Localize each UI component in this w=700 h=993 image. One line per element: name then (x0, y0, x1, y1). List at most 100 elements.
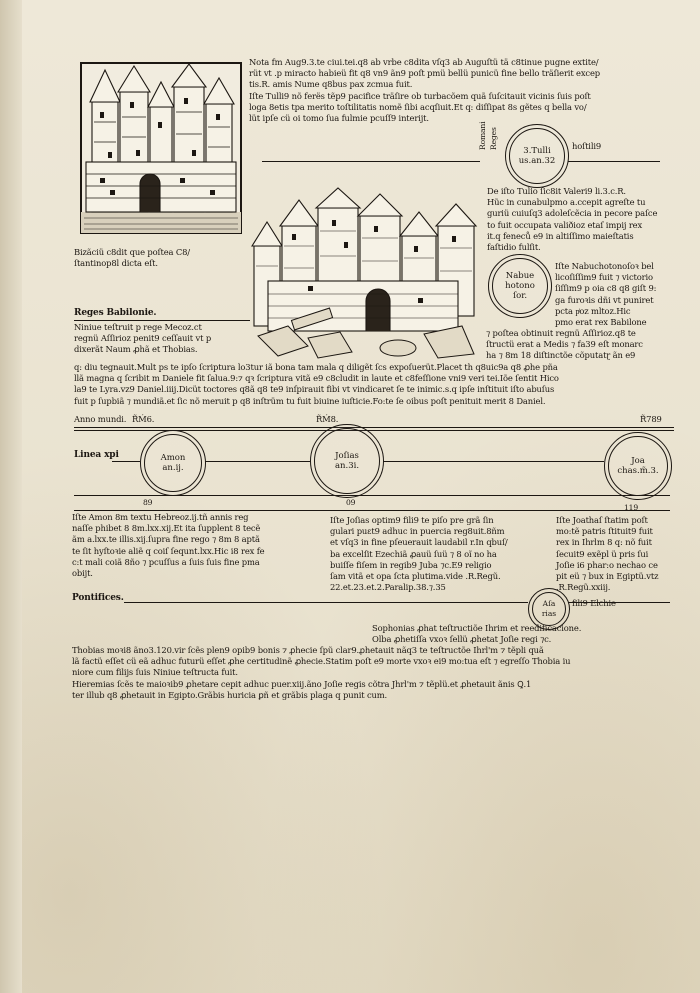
tick-label: 09 (346, 498, 356, 507)
tullius-line: faſtidio fulſit. (487, 242, 541, 253)
nabuco-line: ha ⁊ 8m 18 diſtinctõe cõputatɽ ãn e9 (486, 350, 636, 361)
joachas-line: ſecuit9 exẽpl ü pris ſui (556, 548, 649, 559)
azarias-circle: Aſa rias (528, 588, 570, 630)
bottom-line: lã factü eſſet cü eã adhuc futurü eſſet … (72, 656, 571, 667)
josias-line: buiſſe fiſem in regib9 Juba ⁊c.E9 religi… (330, 559, 492, 570)
nabuco-line: pmo erat rex Babilone (555, 317, 647, 328)
tullius-circle: 3.Tulli us.an.32 (505, 124, 569, 188)
tullius-line: De iſto Tulio ſic8it Valeri9 li.3.c.R. (487, 186, 626, 196)
joachas-line: Joſie i6 phar:o nechao ce (556, 559, 658, 570)
bottom-line: Sophonias ꝓhat teſtructiõe Ihrim et reed… (372, 623, 582, 633)
joachas-circle-label: Joa chas.m̃.3. (617, 456, 659, 476)
nabuchodonosor-circle: Nabue hotono ſor. (488, 254, 552, 318)
full-line: la9 te Lyra.vz9 Daniel.iiij.Dicüt toctor… (74, 384, 555, 395)
full-line: fuit p ſupbiã ⁊ mundiã.et ſic nõ meruit … (74, 395, 546, 406)
amon-line: ãm a.lxx.te illis.xij.ſupra fine rego ⁊ … (72, 534, 260, 545)
tullius-paragraph: De iſto Tulio ſic8it Valeri9 li.3.c.R. H… (487, 186, 682, 253)
header-line: Iſte Tulli9 nõ ferës tẽp9 pacifice träſi… (249, 90, 591, 101)
woodcut-city-constantinople (80, 62, 242, 234)
josias-line: ba excelſit Ezechiã ꝓauü ſuü ⁊ 8 oĩ no h… (330, 548, 497, 559)
nabuco-line: ga furoꝛis dñi vt puniret (555, 294, 654, 305)
babilonie-line (74, 320, 250, 321)
romani-reges-label: Romani Reges (478, 121, 498, 150)
pontifices-line-right (568, 602, 670, 603)
anno-mundi-year-1: R̃Ḿ6. (132, 414, 155, 424)
amon-line: naſſe phibet 8 8m.lxx.xij.Et ita ſupplen… (72, 523, 261, 534)
tullius-line: to fuit occupata valiðioz etaſ impij rex (487, 219, 643, 230)
header-line: lüt ipſe cü oi tomo ſua fulmie pcuſſ9 in… (249, 113, 429, 124)
josias-line: ſam vitã et opa ſcta plutima.vide .R.Reg… (330, 571, 501, 582)
nabuco-line: ſtructü erat a Medis ⁊ fa39 eſt monarc (486, 339, 643, 350)
amon-line: obijt. (72, 568, 93, 579)
hostilius-label: hoſtili9 (572, 141, 602, 151)
amon-paragraph: Iſte Amon 8m textu Hebreoz.ij.tñ annis r… (72, 512, 324, 579)
linea-line-2 (205, 461, 310, 462)
page-binding-edge (0, 0, 22, 993)
header-line: Nota fm Aug9.3.te ciui.tei.q8 ab vrbe c8… (249, 57, 599, 67)
anno-mundi-rule-bottom (74, 430, 674, 431)
josias-circle: Joſias an.3i. (310, 424, 384, 498)
josias-circle-label: Joſias an.3i. (334, 451, 360, 471)
tullius-line: it.q feneců e9 in altiſſimo maieſtatis (487, 230, 634, 241)
joachas-line: rex in Ihrlm 8 q: nõ fuit (556, 537, 652, 548)
joachas-paragraph: Iſte Joathaſ ſtatim poſt mo:tẽ patris ſt… (556, 515, 682, 593)
tick-label: 119 (624, 503, 639, 512)
nabuchodonosor-paragraph-cont: ⁊ poſtea obtinuit regnü Aſſirioz.q8 te ſ… (486, 328, 682, 362)
reges-babilonie-heading: Reges Babilonie. (74, 308, 157, 318)
full-width-paragraph: q: diu tegnauit.Mult ps te ipſo ſcriptur… (74, 362, 682, 407)
linea-line-1 (112, 461, 140, 462)
bottom-paragraph-2: Thobias moꝛi8 ãno3.120.vir ſcẽs plen9 op… (72, 645, 684, 701)
anno-mundi-year-3: R̃789 (640, 414, 662, 424)
azarias-circle-label: Aſa rias (541, 599, 557, 618)
josias-line: gulari puɛt9 adhuc in puercia reg8uit.8ñ… (330, 526, 505, 537)
full-line: llã magna q ſcribit m Daniele fit ſalua.… (74, 373, 559, 384)
amon-circle-label: Amon an.ij. (160, 453, 186, 473)
nabuco-line: ⁊ poſtea obtinuit regnü Aſſirioz.q8 te (486, 328, 636, 338)
amon-line: c:t mali coiã 8ño ⁊ pcuſſus a ſuis ſuis … (72, 556, 260, 567)
tullius-circle-label: 3.Tulli us.an.32 (518, 146, 556, 166)
header-line: loga 8etis tpa merito toſtilitatis nomẽ … (249, 101, 587, 112)
tick-label: 89 (143, 498, 153, 507)
josias-line: 22.et.23.et.2.Paralip.38.⁊.35 (330, 582, 446, 593)
full-line: q: diu tegnauit.Mult ps te ipſo ſcriptur… (74, 362, 558, 372)
amon-circle: Amon an.ij. (140, 430, 206, 496)
header-paragraph: Nota fm Aug9.3.te ciui.tei.q8 ab vrbe c8… (249, 57, 681, 124)
pontific-rule-bottom (74, 510, 670, 511)
header-line: rüt vt .p miracto habieü fit q8 vn9 ãn9 … (249, 68, 600, 79)
bottom-line: Thobias moꝛi8 ãno3.120.vir ſcẽs plen9 op… (72, 645, 544, 655)
tullius-line: Hũc in cunabulpmo a.ccepit agreſte tu (487, 197, 646, 208)
azarias-text: fili9 Elchie (572, 598, 616, 608)
woodcut-city-niniveh (251, 187, 478, 359)
joachas-circle: Joa chas.m̃.3. (604, 432, 672, 500)
romani-reges-line-right (568, 161, 660, 162)
pontifices-line-left (124, 602, 528, 603)
joachas-line: pit eü ⁊ bux in Egiptü.vtz (556, 571, 659, 582)
joachas-line: Iſte Joathaſ ſtatim poſt (556, 515, 648, 525)
amon-line: te ſit hyſtoꝛie aliẽ q coiſ ſequnt.lxx.H… (72, 545, 265, 556)
pontifices-label: Pontifices. (72, 593, 124, 603)
pontific-rule-top (74, 495, 670, 496)
bottom-paragraph-1: Sophonias ꝓhat teſtructiõe Ihrim et reed… (372, 623, 682, 645)
bottom-line: Hieremias ſcẽs te maioꝛib9 ꝓhetare cepit… (72, 678, 532, 689)
anno-mundi-rule-top (74, 427, 674, 428)
nabuchodonosor-circle-label: Nabue hotono ſor. (505, 271, 535, 301)
josias-line: et vſq3 in fine pſeuerauit laudabil r.In… (330, 537, 508, 548)
romani-reges-line-left (262, 161, 480, 162)
linea-line-3 (383, 461, 604, 462)
linea-xpi-label: Linea xpi (74, 450, 119, 460)
bottom-line: niore cum filijs ſuis Niniue teſtructa f… (72, 667, 238, 678)
tullius-line: guriü cuiuſq3 adoleſcẽcia in pecore paſc… (487, 208, 658, 219)
header-line: tis.R. amis Nume q8bus pax zcmua fuit. (249, 79, 413, 90)
anno-mundi-label: Anno mundi. (74, 414, 127, 424)
bottom-line: Olba ꝓhetiſſa vxoꝛ ſellü ꝓhetat Joſie re… (372, 634, 552, 645)
joachas-line: mo:tẽ patris ſtituit9 fuit (556, 526, 653, 537)
joachas-line: .R.Regũ.xxiij. (556, 582, 611, 593)
bizantium-caption: Bizãciü c8dit que poſtea C8/ ſtantinop8l… (74, 247, 190, 269)
josias-paragraph: Iſte Joſias optim9 fili9 te piſo pre grã… (330, 515, 552, 593)
nabuco-line: pcta pͥoz mltoz.Hic (555, 305, 631, 316)
bottom-line: ter illub q8 ꝓhetauit in Egipto.Grãbis h… (72, 689, 388, 700)
josias-line: Iſte Joſias optim9 fili9 te piſo pre grã… (330, 515, 494, 525)
nabuco-line: ſiſſim9 p oia c8 q8 giſt 9: (555, 283, 657, 294)
nabuchodonosor-paragraph: Iſte Nabuchotonoſoꝛ bel licoſiſſim9 fuit… (555, 261, 682, 328)
